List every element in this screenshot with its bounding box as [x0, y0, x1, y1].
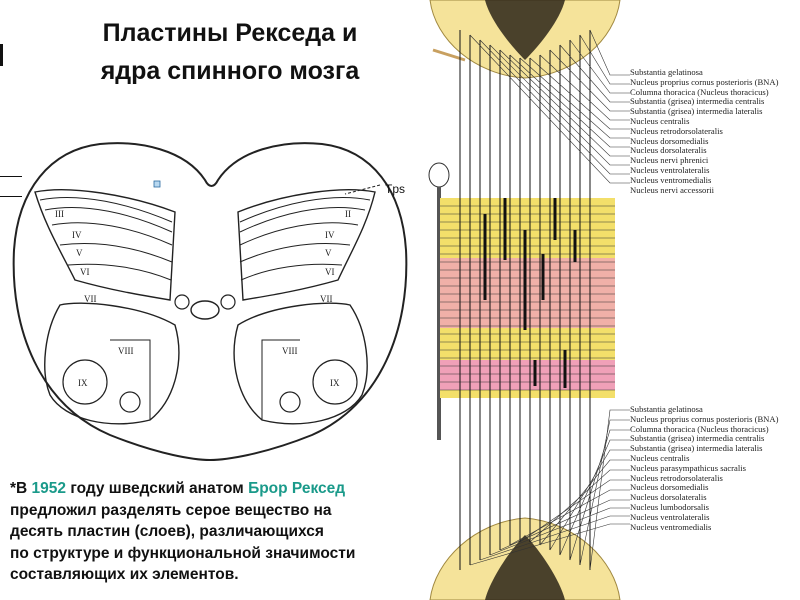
- left-motor-pool: [62, 359, 108, 405]
- nucleus-label: Nucleus proprius cornus posterioris (BNA…: [630, 76, 779, 87]
- caption-line-5: составляющих их элементов.: [10, 566, 239, 583]
- lamina-label-right-vi: VI: [325, 267, 335, 277]
- lamina-label-right-v: V: [325, 248, 332, 258]
- nucleus-label: Columna thoracica (Nucleus thoracicus): [630, 423, 769, 434]
- central-canal: [190, 300, 220, 320]
- lamina-label-right-vii: VII: [320, 294, 333, 304]
- caption-line-4: по структуре и функциональной значимости: [10, 544, 356, 562]
- nucleus-label: Nucleus dorsomedialis: [630, 482, 709, 493]
- cord-icon: [428, 162, 450, 188]
- title-line-1: Пластины Рекседа и: [102, 19, 358, 47]
- nucleus-label: Nucleus ventromedialis: [630, 521, 712, 532]
- nucleus-columns: [483, 198, 577, 388]
- caption-text: году шведский анатом: [66, 480, 249, 497]
- nucleus-label: Nucleus retrodorsolateralis: [630, 125, 723, 136]
- nucleus-label: Nucleus centralis: [630, 115, 690, 126]
- nucleus-label: Substantia (grisea) intermedia lateralis: [630, 443, 763, 454]
- segment-band-cervical: [440, 198, 615, 258]
- caption-person-name: Брор Рексед: [248, 480, 346, 497]
- left-dorsal-horn: [34, 189, 176, 301]
- caption-line-1: *В 1952 году шведский анатом Брор Рексед: [10, 478, 455, 500]
- nucleus-label: Nucleus parasympathicus sacralis: [630, 462, 746, 473]
- left-motor-pool-2: [119, 391, 141, 413]
- segment-band-lumbar: [440, 328, 615, 360]
- nucleus-label: Substantia gelatinosa: [630, 67, 703, 77]
- segment-band-thoracic: [440, 258, 615, 328]
- spinal-cord-cross-section: III IV V VI VII VIII IX II IV V VI VII V…: [12, 142, 408, 462]
- nucleus-label: Nucleus dorsomedialis: [630, 135, 709, 146]
- left-edge-marker-2: [0, 176, 22, 177]
- slide-title: Пластины Рекседа и ядра спинного мозга: [40, 14, 420, 90]
- caption-year: 1952: [31, 480, 67, 497]
- nucleus-label: Nucleus ventromedialis: [630, 174, 712, 185]
- bottom-leader-lines: [469, 409, 630, 571]
- lamina-label-left-v: V: [76, 248, 83, 258]
- nucleus-label: Nucleus nervi accessorii: [630, 184, 714, 195]
- nucleus-label: Substantia (grisea) intermedia centralis: [630, 96, 765, 107]
- lamina-label-left-vii: VII: [84, 294, 97, 304]
- left-edge-marker-3: [0, 196, 22, 197]
- nucleus-label: Substantia (grisea) intermedia lateralis: [630, 106, 763, 117]
- caption: *В 1952 году шведский анатом Брор Рексед…: [10, 478, 455, 586]
- lamina-label-right-ix: IX: [330, 378, 340, 388]
- caption-text: *В: [10, 480, 32, 497]
- lamina-label-left-viii: VIII: [118, 346, 134, 356]
- nucleus-label: Nucleus ventrolateralis: [630, 164, 710, 175]
- nucleus-label: Nucleus centralis: [630, 452, 690, 463]
- lamina-label-right-ii: II: [345, 209, 351, 219]
- segment-band-sacral: [440, 360, 615, 390]
- title-line-2: ядра спинного мозга: [100, 57, 360, 85]
- left-edge-marker: [0, 44, 3, 66]
- right-motor-pool: [312, 359, 358, 405]
- nuclei-labels-bottom: Substantia gelatinosa Nucleus proprius c…: [630, 404, 779, 532]
- segment-grid: [440, 205, 615, 391]
- lamina-label-left-vi: VI: [80, 267, 90, 277]
- nuclei-column-diagram: [428, 0, 630, 600]
- top-leader-lines: [469, 29, 630, 184]
- lamina-label-left-ii: III: [55, 209, 64, 219]
- lamina-label-left-iv: IV: [72, 230, 82, 240]
- lamina-label-right-iv: IV: [325, 230, 335, 240]
- lamina-label-right-viii: VIII: [282, 346, 298, 356]
- right-dorsal-horn: [237, 189, 376, 301]
- nucleus-label: Substantia gelatinosa: [630, 404, 703, 414]
- lamina-label-left-ix: IX: [78, 378, 88, 388]
- nucleus-label: Substantia (grisea) intermedia centralis: [630, 433, 765, 444]
- caption-line-2: предложил разделять серое вещество на: [10, 501, 332, 519]
- nucleus-label: Nucleus retrodorsolateralis: [630, 472, 723, 483]
- right-motor-pool-2: [279, 391, 301, 413]
- nuclei-labels-top: Substantia gelatinosa Nucleus proprius c…: [630, 67, 779, 195]
- nucleus-label: Columna thoracica (Nucleus thoracicus): [630, 86, 769, 97]
- nucleus-label: Nucleus lumbodorsalis: [630, 501, 710, 512]
- nucleus-label: Nucleus dorsolateralis: [630, 145, 707, 156]
- nucleus-label: Nucleus nervi phrenici: [630, 155, 709, 166]
- tract-label: Tps: [385, 182, 406, 196]
- nucleus-label: Nucleus ventrolateralis: [630, 511, 710, 522]
- nucleus-label: Nucleus dorsolateralis: [630, 492, 707, 503]
- caption-line-3: десять пластин (слоев), различающихся: [10, 523, 324, 540]
- nucleus-label: Nucleus proprius cornus posterioris (BNA…: [630, 413, 779, 424]
